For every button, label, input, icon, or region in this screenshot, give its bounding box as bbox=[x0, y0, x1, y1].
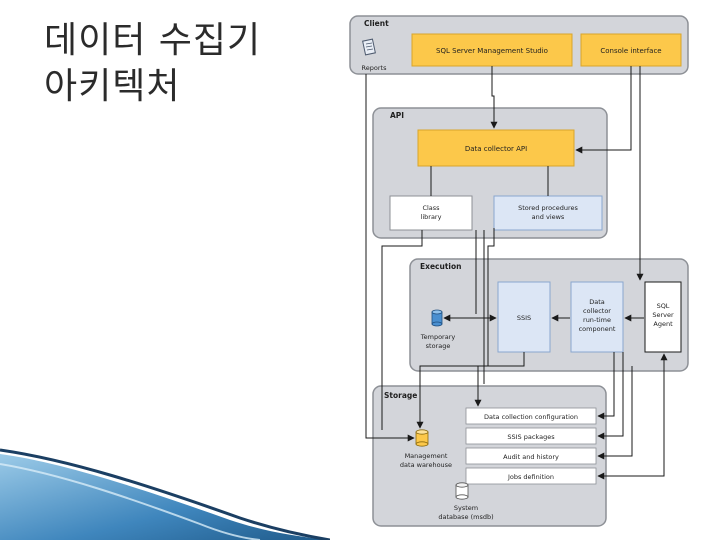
dc-runtime-node: Data collector run-time component bbox=[570, 281, 624, 353]
ssms-label: SQL Server Management Studio bbox=[436, 47, 548, 55]
ssms-node: SQL Server Management Studio bbox=[411, 33, 573, 67]
slide-title: 데이터 수집기 아키텍처 bbox=[44, 18, 344, 110]
class-library-label-2: library bbox=[421, 213, 442, 221]
execution-section-label: Execution bbox=[420, 262, 461, 271]
dc-api-node: Data collector API bbox=[417, 129, 575, 167]
stored-procedures-node: Stored procedures and views bbox=[493, 195, 603, 231]
dc-api-label: Data collector API bbox=[465, 145, 527, 153]
dc-runtime-label-3: run-time bbox=[583, 316, 611, 324]
storage-row-2: SSIS packages bbox=[507, 433, 555, 441]
client-section-label: Client bbox=[364, 19, 389, 28]
management-data-warehouse-icon bbox=[415, 429, 429, 447]
system-database-label-2: database (msdb) bbox=[438, 513, 493, 521]
connectors bbox=[365, 66, 668, 480]
system-database-label-1: System bbox=[454, 504, 478, 512]
storage-section-label: Storage bbox=[384, 391, 417, 400]
arrow-ssis-to-mdw bbox=[416, 352, 525, 429]
arrow-ssms-to-api bbox=[490, 66, 498, 129]
reports-icon bbox=[362, 38, 376, 56]
architecture-diagram: Client API Execution Storage SQL Server … bbox=[349, 15, 689, 527]
arrow-console-to-api bbox=[575, 66, 632, 154]
stored-procedures-label-1: Stored procedures bbox=[518, 204, 578, 212]
decorative-wave bbox=[0, 448, 330, 540]
ssis-node: SSIS bbox=[497, 281, 551, 353]
class-library-node: Class library bbox=[389, 195, 473, 231]
management-data-warehouse-label-2: data warehouse bbox=[400, 461, 452, 469]
temporary-storage-label-2: storage bbox=[426, 342, 451, 350]
ssis-label: SSIS bbox=[517, 314, 531, 322]
storage-rows: Data collection configuration SSIS packa… bbox=[465, 407, 597, 485]
sql-agent-label-3: Agent bbox=[653, 320, 673, 328]
sql-agent-node: SQL Server Agent bbox=[644, 281, 682, 353]
line-stored-procs-down-3 bbox=[487, 228, 495, 366]
console-node: Console interface bbox=[580, 33, 682, 67]
stored-procedures-label-2: and views bbox=[532, 213, 565, 221]
management-data-warehouse-label-1: Management bbox=[405, 452, 448, 460]
api-section-label: API bbox=[390, 111, 404, 120]
line-class-library-to-mdw bbox=[381, 230, 423, 430]
sql-agent-label-2: Server bbox=[652, 311, 674, 319]
class-library-label-1: Class bbox=[422, 204, 440, 212]
slide-title-line-1: 데이터 수집기 bbox=[44, 20, 262, 61]
storage-row-3: Audit and history bbox=[503, 453, 559, 461]
arrow-jobs-agent bbox=[597, 353, 668, 480]
storage-row-4: Jobs definition bbox=[507, 473, 554, 481]
dc-runtime-label-1: Data bbox=[589, 298, 605, 306]
arrow-reports-to-mdw bbox=[365, 74, 415, 442]
system-database-icon bbox=[455, 482, 469, 500]
console-label: Console interface bbox=[600, 47, 661, 55]
storage-row-1: Data collection configuration bbox=[484, 413, 578, 421]
dc-runtime-label-4: component bbox=[579, 325, 616, 333]
temporary-storage-icon bbox=[431, 309, 443, 327]
reports-label: Reports bbox=[362, 64, 388, 72]
dc-runtime-label-2: collector bbox=[583, 307, 611, 315]
temporary-storage-label-1: Temporary bbox=[420, 333, 456, 341]
slide-title-line-2: 아키텍처 bbox=[44, 66, 181, 107]
sql-agent-label-1: SQL bbox=[657, 302, 670, 310]
